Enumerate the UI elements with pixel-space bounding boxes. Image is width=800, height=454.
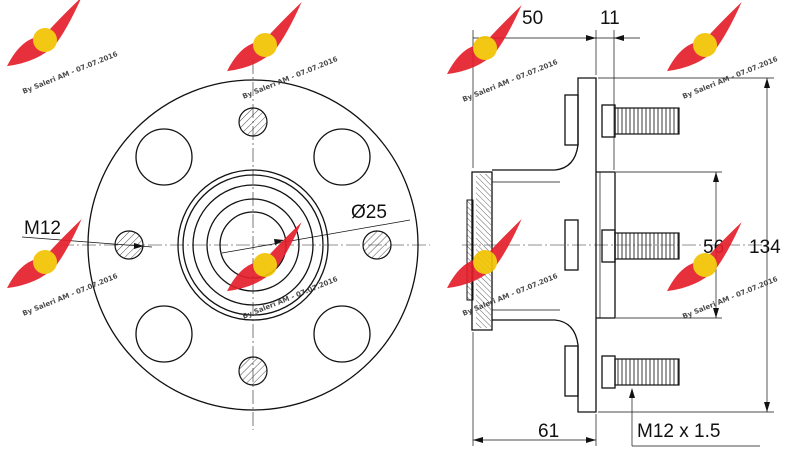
flange-boss-top xyxy=(564,94,579,146)
dim-50-arrow xyxy=(586,35,596,41)
bore-diameter-label: Ø25 xyxy=(351,202,387,223)
lightening-hole-top-left xyxy=(135,128,193,186)
dim-61-arrow-left xyxy=(473,437,483,443)
dim-56-arrow-top xyxy=(713,172,719,182)
hub-body-outline xyxy=(492,77,597,413)
bolt-hole-bottom xyxy=(238,356,268,386)
bolt-hole-right xyxy=(362,230,392,260)
hub-ring-2 xyxy=(182,174,324,316)
flange-thickness-label: 11 xyxy=(600,8,620,29)
dim-134-arrow-bottom xyxy=(764,402,770,412)
watermark-logo-2: By Saleri AM - 07.07.2016 xyxy=(227,2,339,101)
flange-outer-circle xyxy=(87,79,419,411)
bore-leader-line xyxy=(221,219,411,254)
flange-width-label: 50 xyxy=(522,8,543,29)
watermarks: By Saleri AM - 07.07.2016 By Saleri AM -… xyxy=(7,0,779,321)
bolt-leader-line xyxy=(21,236,153,248)
front-view: Ø25 M12 xyxy=(21,60,430,430)
stud-top xyxy=(601,104,680,138)
lightening-hole-top-right xyxy=(313,128,371,186)
watermark-logo-7: By Saleri AM - 07.07.2016 xyxy=(447,219,559,318)
bore-arrow xyxy=(274,239,284,245)
watermark-logo-4: By Saleri AM - 07.07.2016 xyxy=(667,2,779,101)
hub-ring-3 xyxy=(192,184,314,306)
flange-boss-bottom xyxy=(564,345,579,397)
bolt-hole-top xyxy=(238,107,268,137)
hub-seal-section xyxy=(466,199,474,301)
lightening-hole-bottom-left xyxy=(135,305,193,363)
stud-middle xyxy=(601,229,680,263)
hub-ring-4 xyxy=(206,198,300,292)
bolt-size-label: M12 xyxy=(24,218,61,239)
dim-56-arrow-bottom xyxy=(713,308,719,318)
stud-bottom xyxy=(601,355,680,389)
overall-length-label: 61 xyxy=(538,421,559,442)
bolt-arrow xyxy=(134,243,144,249)
stud-thread-label: M12 x 1.5 xyxy=(637,421,720,442)
hub-ring-outer xyxy=(177,169,329,321)
watermark-logo-1: By Saleri AM - 07.07.2016 xyxy=(7,0,119,96)
flange-boss-middle xyxy=(564,219,579,271)
dim-134-arrow-top xyxy=(764,78,770,88)
thread-arrow xyxy=(629,388,635,398)
dim-61-arrow-right xyxy=(586,437,596,443)
flange-diameter-label: 134 xyxy=(749,237,781,258)
lightening-hole-bottom-right xyxy=(313,305,371,363)
side-view: 50 11 56 134 61 M12 x 1.5 xyxy=(462,8,781,447)
dim-11-arrow xyxy=(614,35,624,41)
